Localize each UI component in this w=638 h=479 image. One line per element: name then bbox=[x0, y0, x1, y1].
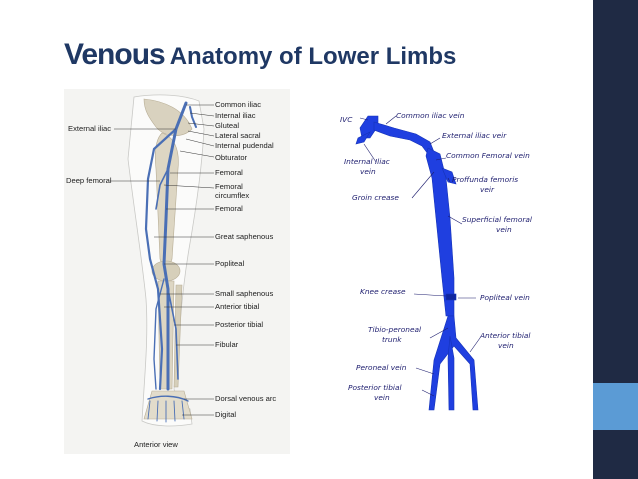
label-internal-iliac: Internal iliac bbox=[215, 111, 256, 120]
leg-venous-illustration: Common iliac Internal iliac Gluteal Late… bbox=[64, 89, 290, 454]
label-popliteal: Popliteal bbox=[215, 259, 244, 268]
label-profunda-2: veir bbox=[480, 185, 495, 194]
label-external-iliac: External iliac bbox=[68, 124, 111, 133]
label-small-saphenous: Small saphenous bbox=[215, 289, 273, 298]
label-common-iliac-vein: Common iliac vein bbox=[396, 111, 465, 120]
label-posterior-tibial-1: Posterior tibial bbox=[348, 383, 402, 392]
label-knee-crease: Knee crease bbox=[360, 287, 406, 296]
label-great-saphenous: Great saphenous bbox=[215, 232, 273, 241]
label-femoral: Femoral bbox=[215, 168, 243, 177]
label-internal-pudendal: Internal pudendal bbox=[215, 141, 274, 150]
label-deep-femoral: Deep femoral bbox=[66, 176, 112, 185]
vein-schematic: IVC Common iliac vein External iliac vei… bbox=[340, 111, 533, 411]
label-anterior-tibial-2: vein bbox=[498, 341, 514, 350]
label-anterior-tibial: Anterior tibial bbox=[215, 302, 260, 311]
label-internal-iliac-2: vein bbox=[360, 167, 376, 176]
label-posterior-tibial-2: vein bbox=[374, 393, 390, 402]
label-posterior-tibial: Posterior tibial bbox=[215, 320, 263, 329]
label-superficial-femoral-1: Superficial femoral bbox=[462, 215, 533, 224]
label-femoral-circ-1: Femoral bbox=[215, 182, 243, 191]
label-femoral-2: Femoral bbox=[215, 204, 243, 213]
label-external-iliac-vein: External iliac veir bbox=[442, 131, 507, 140]
label-anterior-tibial-1: Anterior tibial bbox=[479, 331, 531, 340]
label-popliteal-vein: Popliteal vein bbox=[480, 293, 530, 302]
label-tibio-peroneal-2: trunk bbox=[382, 335, 402, 344]
label-lateral-sacral: Lateral sacral bbox=[215, 131, 261, 140]
label-fibular: Fibular bbox=[215, 340, 239, 349]
label-dorsal-venous-arc: Dorsal venous arc bbox=[215, 394, 276, 403]
figure-caption: Anterior view bbox=[134, 440, 178, 449]
label-femoral-circ-2: circumflex bbox=[215, 191, 249, 200]
label-profunda-1: Proffunda femoris bbox=[452, 175, 518, 184]
label-gluteal: Gluteal bbox=[215, 121, 239, 130]
label-internal-iliac-1: Internal Iliac bbox=[344, 157, 390, 166]
label-digital: Digital bbox=[215, 410, 236, 419]
label-peroneal-vein: Peroneal vein bbox=[356, 363, 407, 372]
label-obturator: Obturator bbox=[215, 153, 248, 162]
title-rest: Anatomy of Lower Limbs bbox=[169, 43, 457, 70]
label-common-femoral-vein: Common Femoral vein bbox=[446, 151, 530, 160]
label-common-iliac: Common iliac bbox=[215, 100, 261, 109]
label-superficial-femoral-2: vein bbox=[496, 225, 512, 234]
title-bold: Venous bbox=[64, 38, 166, 71]
accent-block bbox=[593, 383, 638, 430]
label-tibio-peroneal-1: Tibio-peroneal bbox=[368, 325, 422, 334]
label-groin-crease: Groin crease bbox=[352, 193, 399, 202]
label-ivc: IVC bbox=[340, 115, 353, 124]
